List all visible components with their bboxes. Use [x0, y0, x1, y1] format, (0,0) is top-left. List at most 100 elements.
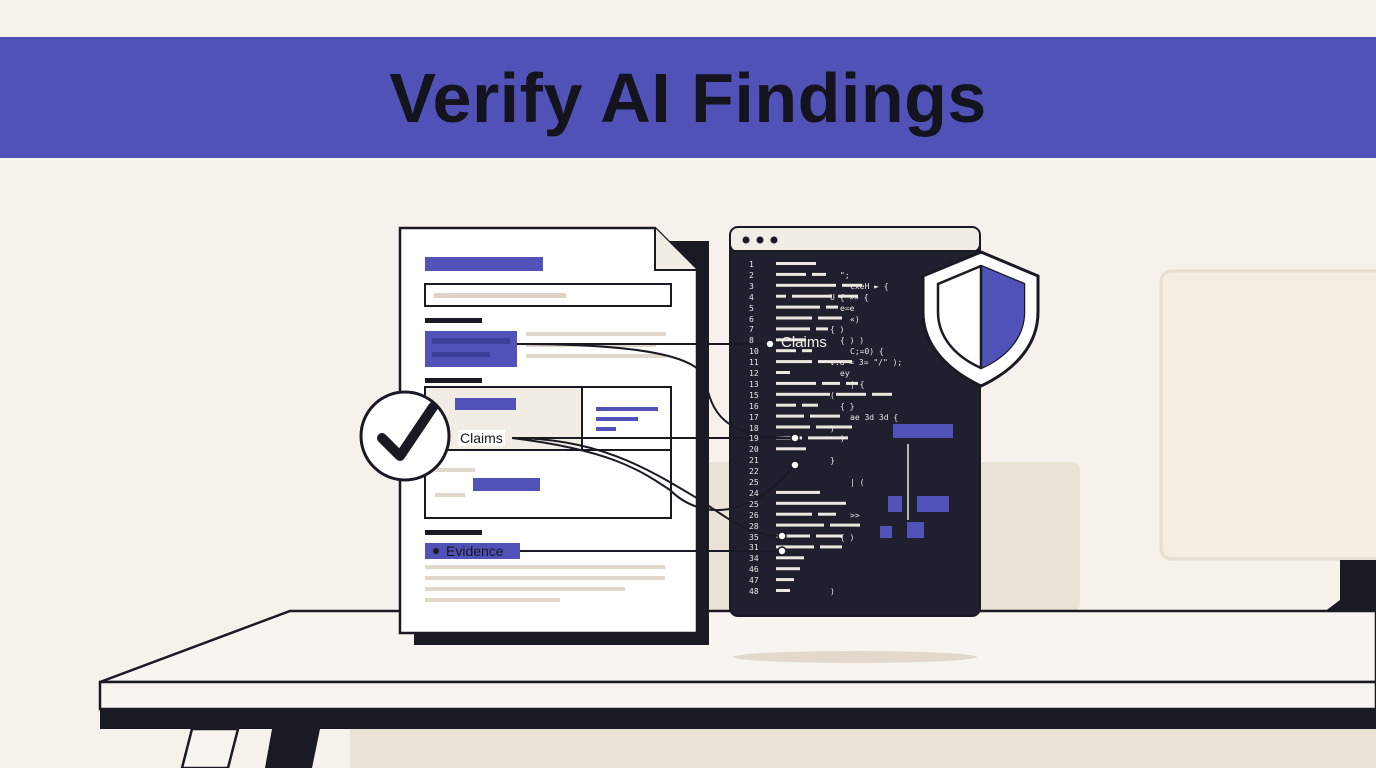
code-fragment: }: [830, 456, 835, 466]
connector-lines: [511, 343, 796, 552]
code-bar: [776, 490, 820, 494]
code-bar: [818, 512, 836, 516]
code-line-number: 12: [749, 369, 759, 378]
code-bar: [776, 392, 830, 396]
code-bar: [776, 349, 796, 353]
code-bar: [776, 327, 810, 331]
code-bar: [776, 501, 846, 505]
shield-icon: [921, 250, 1040, 388]
code-bar: [776, 272, 806, 276]
code-bar: [818, 316, 842, 320]
code-line-number: 5: [749, 303, 754, 313]
code-line-number: 47: [749, 576, 759, 586]
code-line-number: 25: [749, 478, 759, 487]
desk: [98, 609, 1376, 768]
code-bar: [836, 392, 866, 396]
code-bar: [776, 545, 814, 549]
code-fragment: «): [850, 314, 860, 324]
window-dot: [756, 236, 764, 244]
page-title: Verify AI Findings: [389, 58, 987, 137]
code-bar: [776, 294, 786, 298]
code-bar: [816, 425, 852, 429]
checkmark-icon: [359, 390, 451, 482]
code-bar: [826, 305, 838, 309]
code-bar: [776, 338, 806, 342]
code-bar: [776, 523, 824, 527]
code-bar: [820, 545, 842, 549]
code-bar: [872, 392, 892, 396]
code-line-number: 25: [749, 499, 759, 509]
code-bar: [776, 360, 812, 364]
code-line-number: 16: [749, 401, 759, 411]
code-line-number: 6: [749, 314, 754, 324]
connector-dots: [765, 339, 800, 556]
code-bar: [776, 316, 812, 320]
code-bar: [776, 447, 806, 451]
code-fragment: ): [840, 434, 845, 444]
code-bar: [792, 294, 832, 298]
code-line-number: 24: [749, 488, 759, 498]
code-fragment: { ): [840, 532, 855, 542]
code-claims-label: Claims: [781, 334, 827, 351]
document-claims-label: Claims: [458, 430, 505, 446]
code-line-number: 1: [749, 260, 754, 269]
code-fragment: | (: [850, 478, 865, 487]
code-bar: [842, 283, 862, 287]
code-line-number: 26: [749, 510, 759, 520]
code-bar: [776, 262, 816, 265]
code-line-number: 2: [749, 270, 754, 280]
code-line-number: 35: [749, 532, 759, 542]
code-bar: [816, 327, 828, 331]
code-bar: [776, 305, 820, 309]
code-fragment: cxeH ► {: [850, 281, 889, 291]
code-fragment: >>: [850, 510, 860, 520]
code-line-number: 34: [749, 554, 759, 564]
code-line-number: 28: [749, 521, 759, 531]
code-fragment: U { »» {: [830, 292, 869, 302]
code-line-number: 15: [749, 390, 759, 400]
code-line-number: 11: [749, 358, 759, 368]
code-bar: [838, 294, 858, 298]
code-bar: [846, 381, 858, 385]
code-window: [729, 226, 981, 617]
monitor: [1159, 269, 1376, 663]
document: [398, 226, 709, 645]
code-bar: [776, 403, 796, 407]
window-dot: [770, 236, 778, 244]
code-bar: [776, 589, 790, 592]
code-bar: [776, 578, 794, 582]
code-bar: [808, 436, 848, 440]
code-fragment: C;=0) {: [850, 347, 884, 357]
code-fragment: ey: [840, 369, 850, 378]
code-bar: [776, 534, 810, 538]
code-bar: [812, 272, 826, 276]
code-bar: [822, 381, 840, 385]
code-line-number: 8: [749, 336, 754, 346]
evidence-label: Evidence: [446, 543, 504, 559]
code-line-number: 3: [749, 281, 754, 291]
code-line-number: 10: [749, 347, 759, 357]
code-bar: [802, 403, 818, 407]
code-bar: [776, 567, 800, 571]
code-fragment: { ) ): [840, 336, 865, 346]
code-bar: [802, 349, 812, 353]
code-fragment: ae 3d 3d {: [850, 412, 899, 422]
code-line-number: 21: [749, 456, 759, 466]
code-line-number: 20: [749, 445, 759, 455]
title-banner: Verify AI Findings: [0, 37, 1376, 158]
code-fragment: e=e: [840, 303, 855, 313]
code-fragment: { ): [830, 325, 845, 335]
code-line-number: 7: [749, 325, 754, 335]
code-fragment: (: [830, 390, 835, 400]
code-bar: [776, 414, 804, 418]
code-line-number: 22: [749, 467, 759, 477]
window-dot: [742, 236, 750, 244]
code-fragment: v.u = 3= "/" );: [830, 358, 903, 368]
code-bar: [818, 360, 852, 364]
code-line-number: 17: [749, 412, 759, 422]
code-line-number: 46: [749, 565, 759, 575]
code-bar: [776, 371, 790, 374]
code-bar: [776, 556, 804, 560]
code-bar: [810, 414, 840, 418]
